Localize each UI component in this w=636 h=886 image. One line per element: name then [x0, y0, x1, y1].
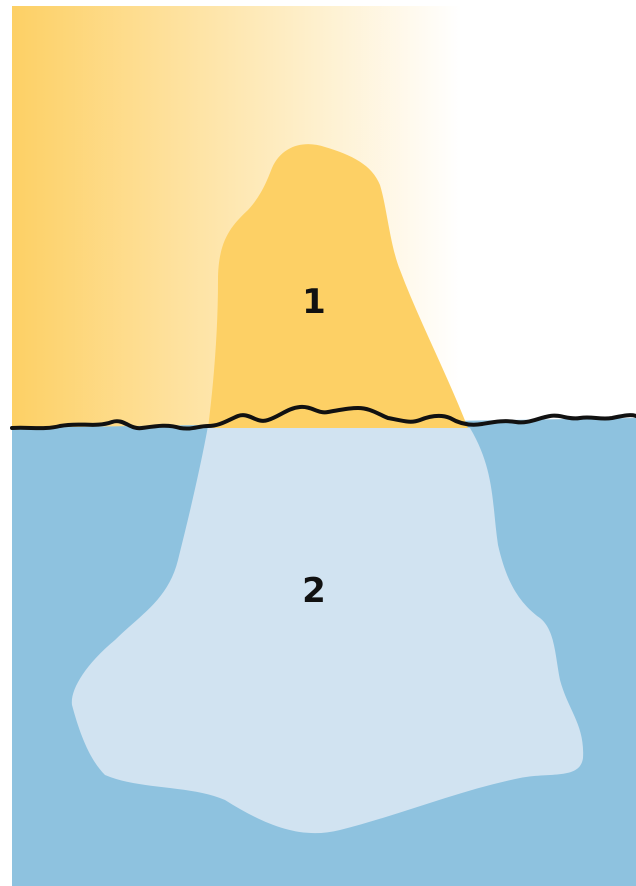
label-below-water: 2 — [302, 571, 326, 611]
label-above-water: 1 — [302, 282, 326, 322]
iceberg-below-water — [71, 416, 584, 834]
waterline — [10, 404, 636, 431]
iceberg-above-water — [208, 144, 468, 428]
